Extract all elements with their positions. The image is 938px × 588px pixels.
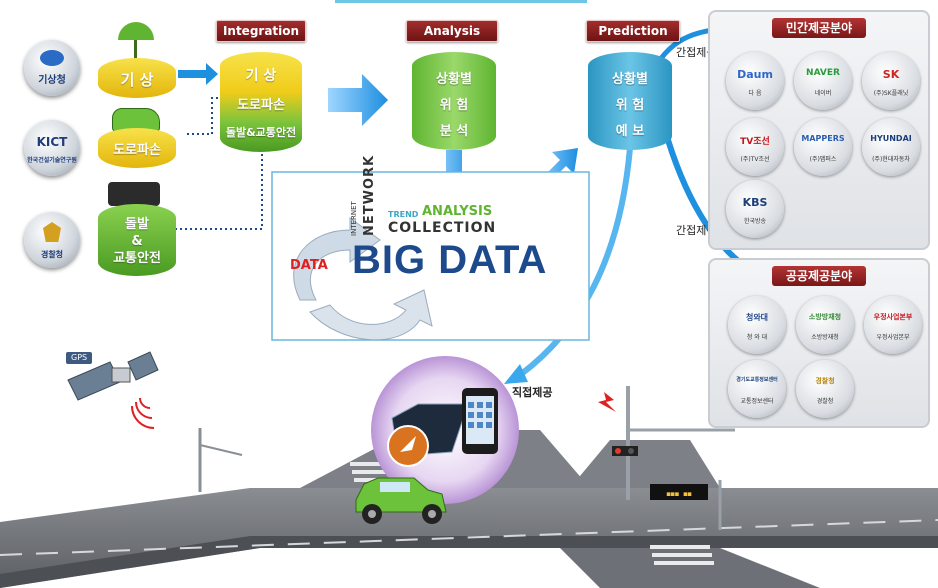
org-label: 네이버 bbox=[814, 90, 832, 97]
prediction-line: 상황별 bbox=[612, 72, 648, 87]
source-connectors bbox=[175, 97, 263, 230]
edge-label-direct: 직접제공 bbox=[512, 386, 553, 399]
org-label: (주)현대자동차 bbox=[872, 156, 910, 163]
prediction-line: 예 보 bbox=[615, 124, 645, 139]
gps-satellite bbox=[67, 351, 159, 429]
integration-layer-label: 도로파손 bbox=[237, 98, 285, 113]
bigdata-collection-text: COLLECTION bbox=[388, 220, 497, 236]
svg-text:◼◼◼ ◼◼: ◼◼◼ ◼◼ bbox=[666, 490, 691, 498]
org-logo-text: 청와대 bbox=[745, 313, 769, 322]
source-seal-kict: KICT 한국건설기술연구원 bbox=[24, 120, 80, 176]
source-cylinder-incident: 돌발 & 교통안전 bbox=[98, 204, 176, 276]
kma-logo-icon bbox=[40, 50, 64, 66]
source-cylinder-weather: 기 상 bbox=[98, 58, 176, 98]
bigdata-network-text: NETWORK bbox=[362, 154, 377, 236]
public-sector-panel: 공공제공분야 청와대 청 와 대 소방방재청 소방방재청 우정사업본부 우정사업… bbox=[708, 258, 930, 428]
public-panel-title: 공공제공분야 bbox=[772, 266, 866, 286]
road-car bbox=[355, 477, 447, 524]
umbrella-icon bbox=[118, 22, 154, 40]
source-org-label: 경찰청 bbox=[40, 250, 64, 259]
swirl-arrows bbox=[293, 217, 433, 341]
org-sk-planet: SK (주)SK플래닛 bbox=[862, 52, 920, 110]
org-label: 청 와 대 bbox=[746, 334, 768, 341]
source-seal-police: 경찰청 bbox=[24, 212, 80, 268]
private-sector-panel: 민간제공분야 Daum 다 음 NAVER 네이버 SK (주)SK플래닛 TV… bbox=[708, 10, 930, 250]
org-label: 우정사업본부 bbox=[876, 334, 910, 341]
prediction-line: 위 험 bbox=[615, 98, 645, 113]
org-logo-text: 소방방재청 bbox=[808, 313, 842, 321]
org-koreapost: 우정사업본부 우정사업본부 bbox=[864, 296, 922, 354]
edge-label-indirect-private: 간접제공 bbox=[676, 46, 717, 59]
org-mappers: MAPPERS (주)맵퍼스 bbox=[794, 118, 852, 176]
org-logo-text: Daum bbox=[737, 68, 773, 81]
signal-bolt-icon bbox=[598, 392, 616, 412]
umbrella-handle bbox=[134, 40, 137, 62]
bigdata-internet-text: INTERNET bbox=[350, 201, 358, 236]
org-label: (주)TV조선 bbox=[740, 156, 770, 163]
org-daum: Daum 다 음 bbox=[726, 52, 784, 110]
org-label: 교통정보센터 bbox=[740, 398, 774, 405]
org-police: 경찰청 경찰청 bbox=[796, 360, 854, 418]
analysis-line: 위 험 bbox=[439, 98, 469, 113]
org-label: 한국방송 bbox=[743, 218, 767, 225]
gps-label: GPS bbox=[66, 352, 93, 364]
org-logo-text: SK bbox=[882, 68, 900, 81]
phase-tag-prediction: Prediction bbox=[586, 20, 680, 42]
source-cylinder-road: 도로파손 bbox=[98, 128, 176, 168]
source-org-label: 기상청 bbox=[38, 75, 66, 86]
org-label: 경찰청 bbox=[816, 398, 834, 405]
bigdata-trend-text: TREND bbox=[388, 210, 419, 219]
org-logo-text: NAVER bbox=[806, 68, 840, 78]
org-logo-text: 우정사업본부 bbox=[873, 313, 913, 321]
bigdata-data-text: DATA bbox=[290, 258, 328, 273]
navigation-devices bbox=[387, 388, 498, 467]
org-logo-text: MAPPERS bbox=[801, 134, 845, 143]
org-logo-text: KBS bbox=[742, 196, 768, 209]
source-cylinder-label: 기 상 bbox=[120, 71, 154, 89]
arrow-direct bbox=[518, 147, 633, 378]
org-nema: 소방방재청 소방방재청 bbox=[796, 296, 854, 354]
org-kbs: KBS 한국방송 bbox=[726, 180, 784, 238]
org-tv-chosun: TV조선 (주)TV조선 bbox=[726, 118, 784, 176]
org-cheongwadae: 청와대 청 와 대 bbox=[728, 296, 786, 354]
org-label: 다 음 bbox=[748, 90, 762, 97]
org-logo-text: TV조선 bbox=[740, 137, 770, 147]
integration-cylinder: 기 상 도로파손 돌발&교통안전 bbox=[220, 52, 302, 152]
org-logo-text: 경찰청 bbox=[815, 377, 835, 385]
tow-truck-icon bbox=[108, 182, 160, 206]
police-emblem-icon bbox=[43, 222, 61, 242]
integration-layer-label: 돌발&교통안전 bbox=[225, 126, 297, 139]
prediction-cylinder: 상황별 위 험 예 보 bbox=[588, 52, 672, 150]
source-org-label: KICT bbox=[36, 135, 68, 149]
source-arrows bbox=[178, 63, 218, 85]
source-cylinder-label: 도로파손 bbox=[113, 143, 161, 158]
bigdata-analysis-text: ANALYSIS bbox=[422, 204, 493, 219]
source-seal-kma: 기상청 bbox=[24, 40, 80, 96]
org-label: (주)맵퍼스 bbox=[809, 156, 837, 163]
org-hyundai: HYUNDAI (주)현대자동차 bbox=[862, 118, 920, 176]
source-org-sub-label: 한국건설기술연구원 bbox=[27, 157, 77, 164]
org-naver: NAVER 네이버 bbox=[794, 52, 852, 110]
edge-label-indirect-public: 간접제공 bbox=[676, 224, 717, 237]
org-label: (주)SK플래닛 bbox=[873, 90, 909, 97]
org-logo-text: 경기도교통정보센터 bbox=[736, 377, 778, 383]
top-accent-line bbox=[335, 0, 587, 3]
phase-tag-integration: Integration bbox=[216, 20, 306, 42]
org-label: 소방방재청 bbox=[811, 334, 839, 341]
analysis-line: 상황별 bbox=[436, 72, 472, 87]
integration-to-analysis-arrow bbox=[328, 74, 388, 126]
analysis-cylinder: 상황별 위 험 분 석 bbox=[412, 52, 496, 150]
phase-tag-analysis: Analysis bbox=[406, 20, 498, 42]
integration-layer-label: 기 상 bbox=[245, 68, 277, 84]
org-logo-text: HYUNDAI bbox=[870, 134, 912, 143]
bigdata-title: BIG DATA bbox=[352, 238, 548, 282]
source-cylinder-label: 돌발 & 교통안전 bbox=[113, 217, 161, 266]
analysis-line: 분 석 bbox=[439, 124, 469, 139]
private-panel-title: 민간제공분야 bbox=[772, 18, 866, 38]
org-gg-traffic-center: 경기도교통정보센터 교통정보센터 bbox=[728, 360, 786, 418]
